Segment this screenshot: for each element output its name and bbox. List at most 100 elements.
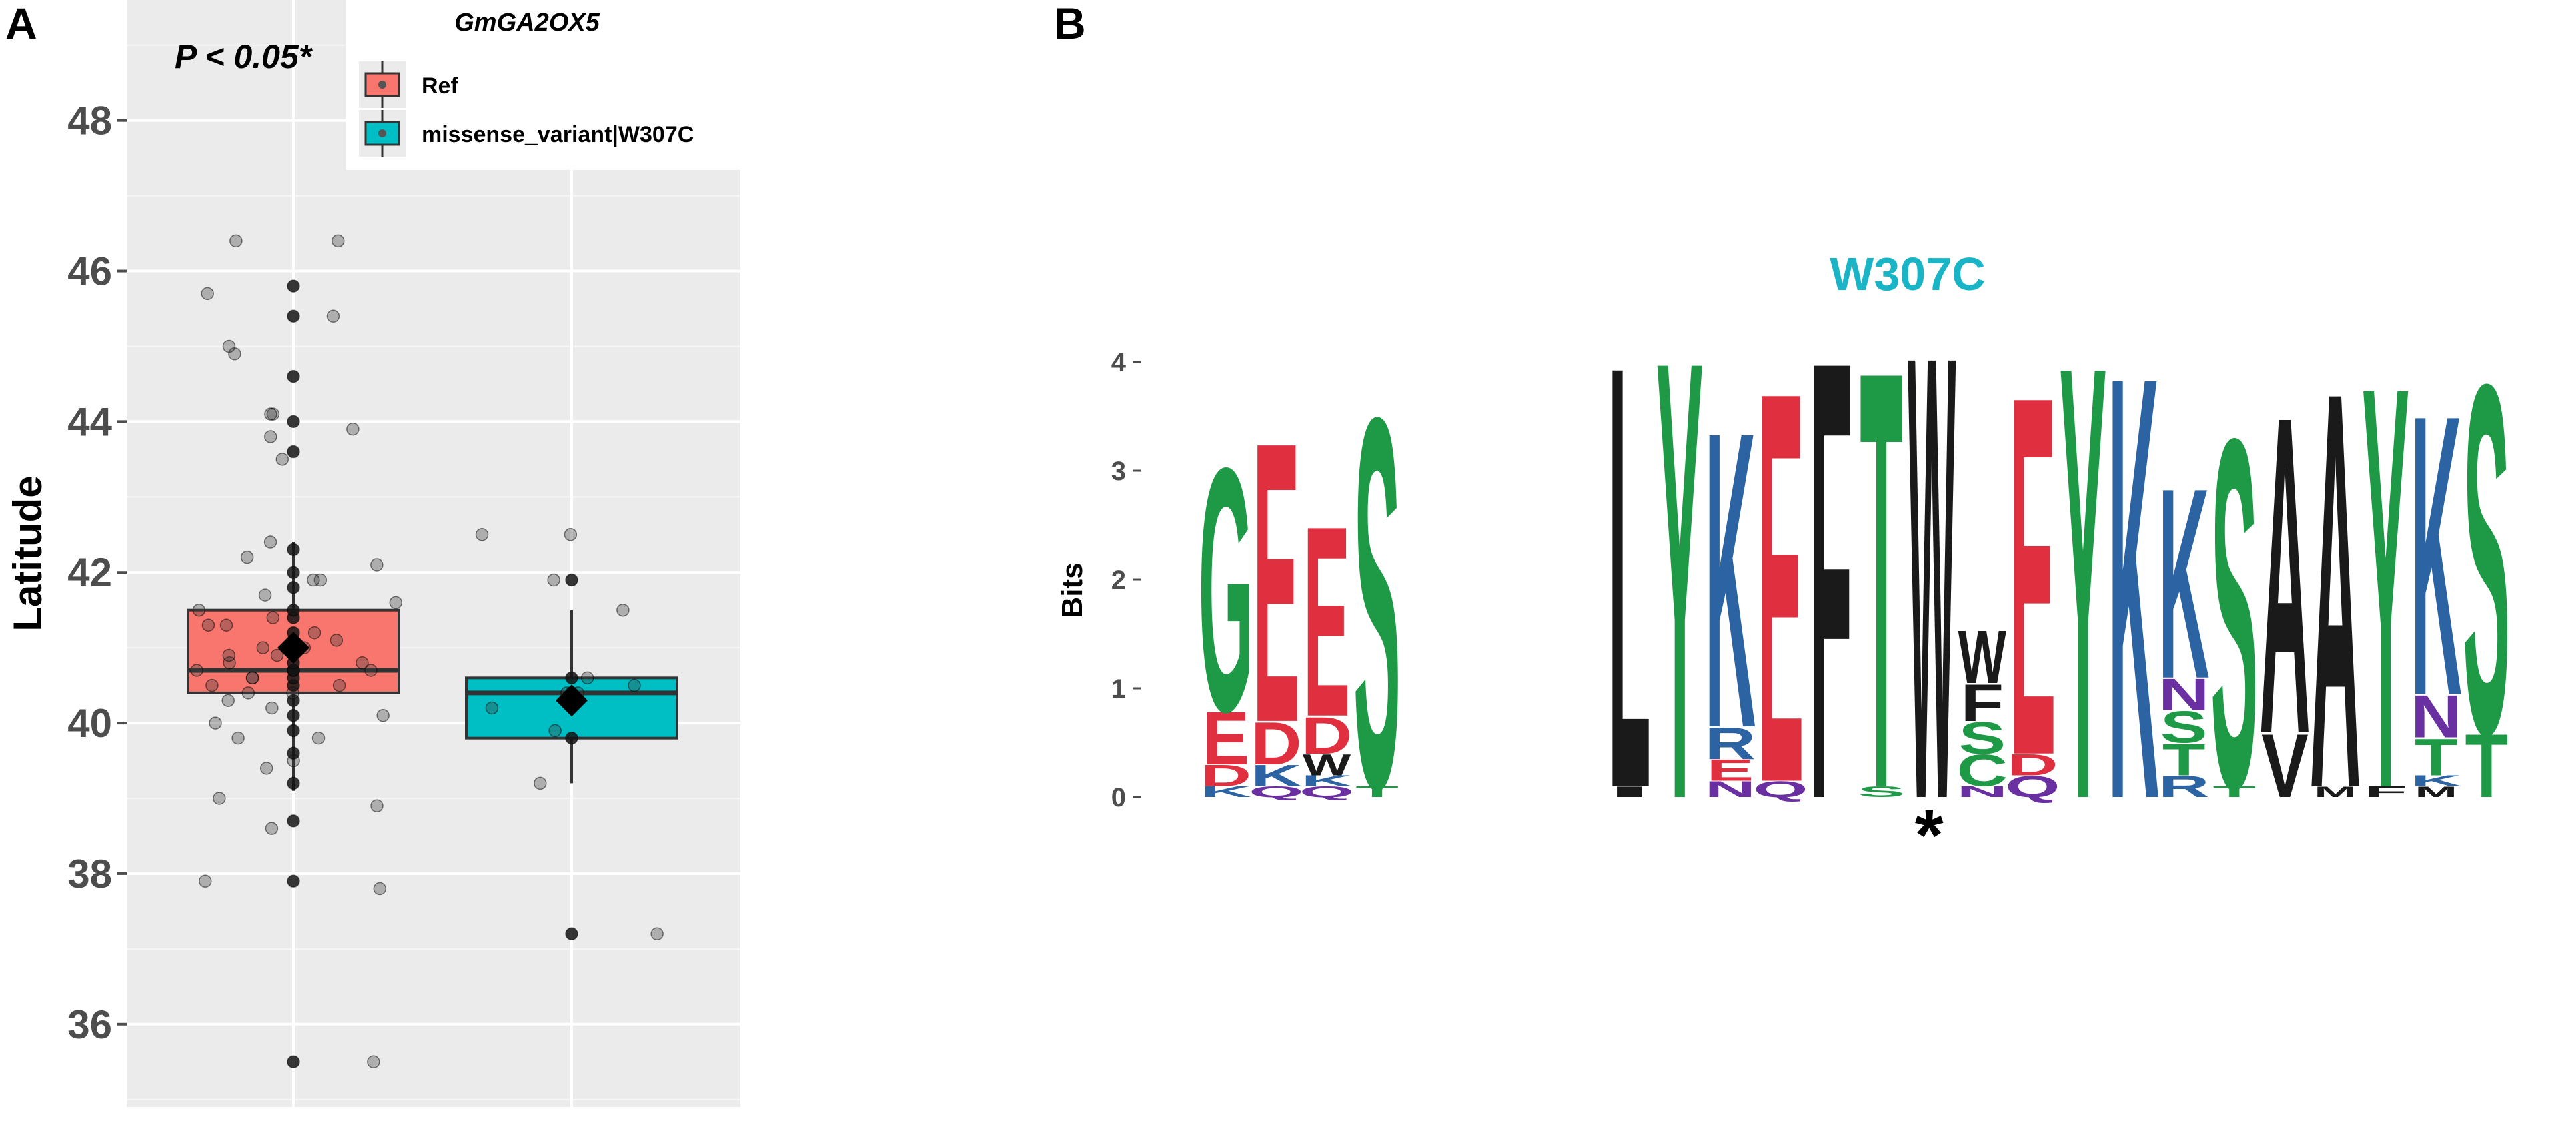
data-point — [346, 422, 360, 436]
data-point — [580, 671, 594, 685]
data-point — [287, 874, 300, 888]
logo-letter: D — [1201, 759, 1251, 793]
data-point — [389, 596, 403, 610]
logo-letter: M — [2314, 784, 2357, 800]
data-point — [287, 279, 300, 293]
data-point — [201, 287, 214, 301]
logo-letter: D — [1301, 706, 1352, 765]
data-point — [650, 927, 664, 941]
data-point — [356, 656, 369, 670]
logo-letter: K — [2158, 432, 2209, 736]
data-point — [221, 694, 235, 707]
legend-key-dot-ref — [378, 81, 386, 89]
logo-letter: D — [2007, 748, 2058, 782]
data-point — [475, 528, 489, 541]
logo-letter: A — [2259, 321, 2310, 828]
data-point — [287, 543, 300, 557]
legend-key-dot-variant — [378, 129, 386, 137]
data-point — [287, 566, 300, 579]
logo-letter: T — [1355, 784, 1399, 800]
data-point — [275, 453, 289, 466]
y-tick-label: 46 — [67, 249, 112, 294]
data-point — [547, 573, 560, 587]
logo-tick-label: 2 — [1111, 566, 1126, 595]
data-point — [201, 618, 215, 632]
data-point — [213, 792, 226, 805]
data-point — [229, 234, 243, 248]
data-point — [264, 407, 277, 421]
data-point — [259, 762, 273, 775]
logo-letter: F — [1960, 673, 2004, 732]
logo-letter: K — [1705, 345, 1756, 816]
data-point — [330, 634, 344, 647]
data-point — [241, 686, 255, 700]
logo-letter: I — [1605, 784, 1653, 800]
logo-y-axis-title: Bits — [1056, 562, 1089, 618]
data-point — [270, 648, 284, 662]
data-point — [266, 611, 280, 624]
logo-letter: K — [2411, 332, 2461, 779]
logo-letter: Q — [1299, 784, 1354, 800]
logo-letter: D — [1251, 710, 1301, 777]
logo-tick-label: 4 — [1111, 348, 1127, 377]
logo-letter: N — [2158, 669, 2209, 720]
data-point — [192, 603, 206, 617]
y-tick-label: 36 — [67, 1002, 112, 1047]
data-point — [548, 724, 562, 738]
data-point — [364, 664, 378, 677]
legend-background — [346, 0, 740, 170]
logo-letter: N — [2411, 683, 2461, 750]
data-point — [287, 1055, 300, 1068]
data-point — [240, 550, 254, 564]
y-axis-title: Latitude — [5, 475, 50, 631]
plot-background — [127, 0, 740, 1107]
data-point — [370, 799, 384, 813]
logo-letter: Q — [1249, 784, 1303, 800]
data-point — [564, 528, 578, 541]
panel-letter-a: A — [5, 0, 37, 48]
data-point — [258, 588, 272, 602]
logo-letter: S — [1353, 307, 1401, 898]
logo-letter: T — [2415, 727, 2458, 786]
data-point — [222, 648, 236, 662]
data-point — [287, 776, 300, 790]
logo-letter: T — [2212, 784, 2256, 800]
data-point — [287, 581, 300, 594]
data-point — [370, 558, 384, 572]
y-tick-label: 44 — [67, 399, 112, 444]
data-point — [373, 882, 387, 896]
p-value-annotation: P < 0.05* — [175, 38, 313, 75]
data-point — [222, 339, 236, 353]
data-point — [287, 603, 300, 617]
data-point — [287, 814, 300, 828]
data-point — [565, 671, 578, 685]
data-point — [199, 874, 212, 888]
logo-letter: T — [2162, 734, 2206, 785]
data-point — [332, 678, 346, 692]
logo-letter: Y — [2362, 267, 2409, 908]
logo-letter: Y — [1656, 230, 1704, 930]
data-point — [245, 671, 259, 685]
data-point — [287, 309, 300, 323]
data-point — [287, 369, 300, 383]
data-point — [331, 234, 345, 248]
logo-letter: Y — [2060, 237, 2107, 928]
data-point — [565, 573, 578, 587]
y-tick-label: 40 — [67, 701, 112, 746]
data-point — [534, 776, 547, 790]
legend-label-variant: missense_variant|W307C — [422, 122, 694, 147]
logo-letter: K — [1251, 759, 1302, 793]
logo-title: W307C — [1830, 248, 1985, 300]
logo-letter: W — [1908, 223, 1956, 932]
conserved-site-marker: * — [1915, 794, 1944, 876]
legend-title: GmGA2OX5 — [454, 9, 600, 37]
logo-letter: F — [2364, 784, 2407, 800]
logo-letter: S — [2463, 281, 2510, 838]
logo-letter: E — [2009, 290, 2056, 863]
logo-tick-label: 3 — [1111, 457, 1126, 486]
y-tick-label: 42 — [67, 550, 112, 595]
data-point — [628, 678, 641, 692]
